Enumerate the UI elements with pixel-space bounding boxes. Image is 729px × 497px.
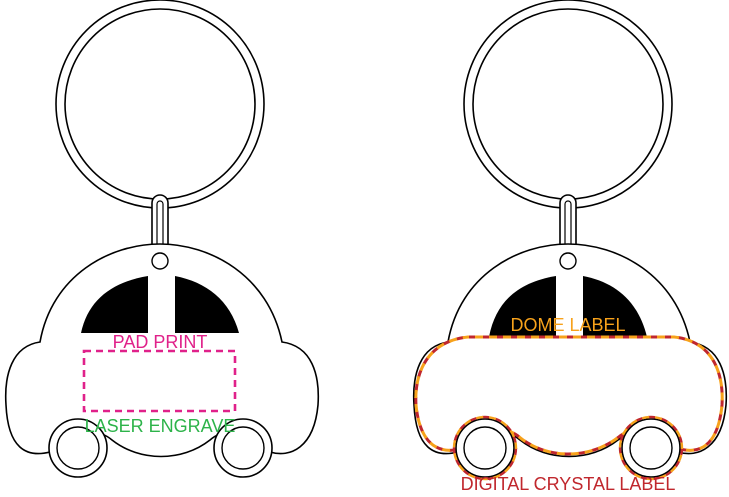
dome-label-text: DOME LABEL [510, 315, 625, 335]
right-key-ring [463, 0, 673, 209]
left-wheel-rear [48, 418, 108, 478]
left-window-right [175, 276, 239, 333]
laser-engrave-label: LASER ENGRAVE [85, 416, 236, 436]
right-keychain: DOME LABEL DIGITAL CRYSTAL LABEL [412, 0, 728, 494]
right-window-left [489, 276, 556, 337]
left-keychain: PAD PRINT LASER ENGRAVE [4, 0, 320, 478]
digital-crystal-label-text: DIGITAL CRYSTAL LABEL [461, 474, 676, 494]
left-wheel-front [213, 418, 273, 478]
left-hole [151, 252, 169, 270]
left-window-left [81, 276, 148, 333]
right-window-right [583, 276, 647, 337]
right-hole [559, 252, 577, 270]
left-key-ring [55, 0, 265, 209]
pad-print-area [82, 349, 237, 413]
right-wheel-front [618, 415, 684, 481]
pad-print-label: PAD PRINT [113, 332, 208, 352]
right-wheel-rear [452, 415, 518, 481]
